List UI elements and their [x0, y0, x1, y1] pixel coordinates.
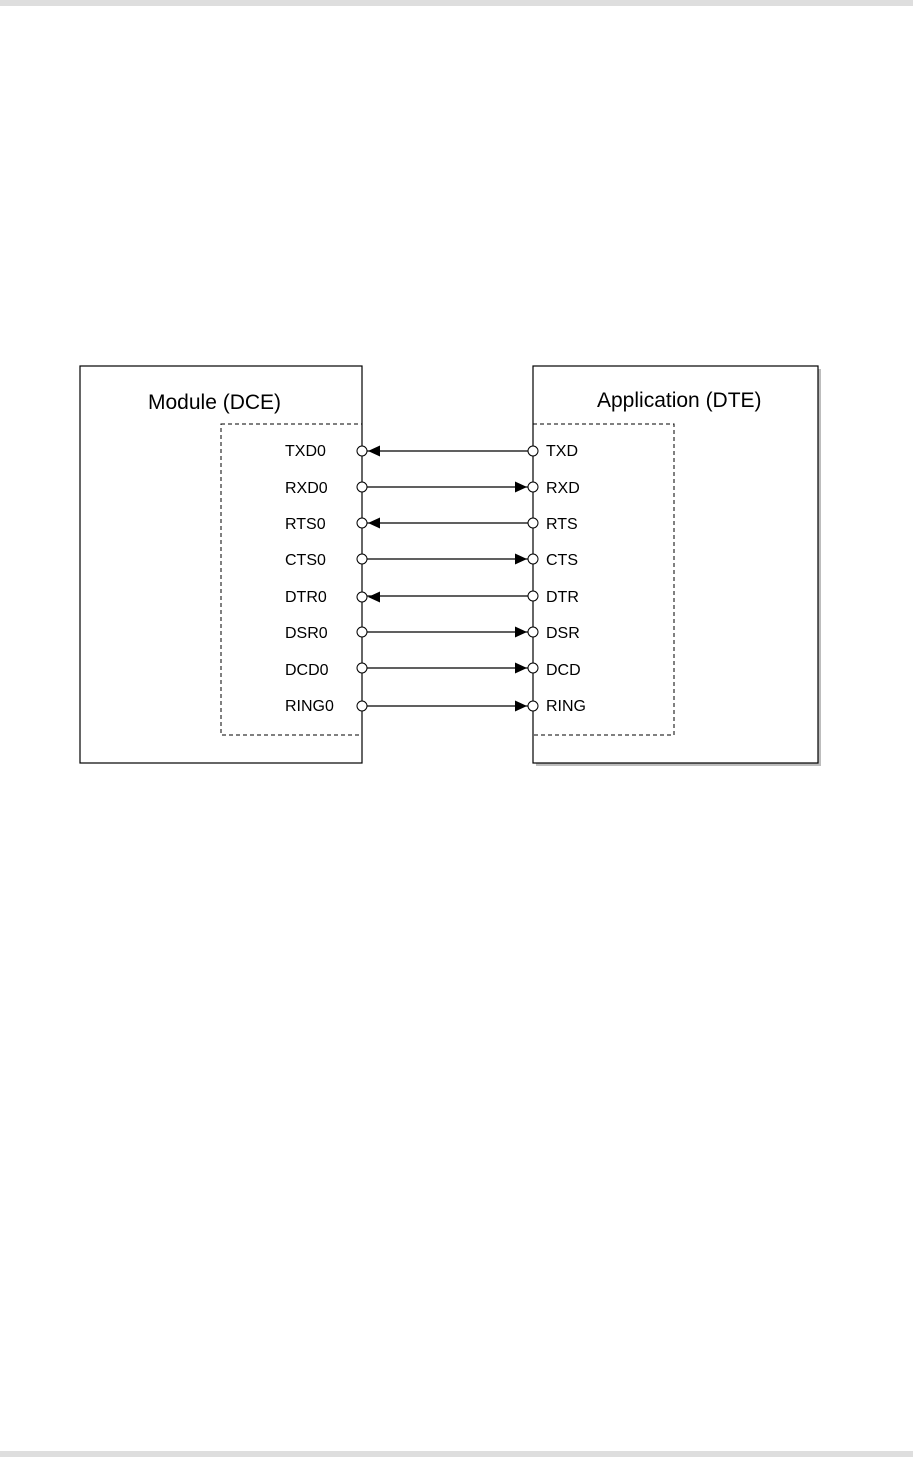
module-pin-label: TXD0 — [285, 443, 326, 460]
module-pin-label: CTS0 — [285, 552, 326, 569]
application-pin-terminal — [528, 591, 538, 601]
arrow-head — [515, 701, 527, 712]
application-pin-label: RTS — [546, 516, 578, 533]
application-pin-terminal — [528, 446, 538, 456]
arrow-head — [515, 554, 527, 565]
arrow-head — [515, 627, 527, 638]
module-pin-label: RING0 — [285, 698, 334, 715]
application-pin-terminal — [528, 554, 538, 564]
module-pin-terminal — [357, 518, 367, 528]
module-pin-terminal — [357, 446, 367, 456]
application-pin-terminal — [528, 518, 538, 528]
application-pin-label: DCD — [546, 662, 581, 679]
module-pin-terminal — [357, 482, 367, 492]
module-pin-label: DCD0 — [285, 662, 329, 679]
module-pin-label: DTR0 — [285, 589, 327, 606]
module-pin-area — [221, 424, 362, 735]
module-pin-terminal — [357, 701, 367, 711]
module-title: Module (DCE) — [148, 391, 281, 414]
application-pin-label: DTR — [546, 589, 579, 606]
module-pin-label: DSR0 — [285, 625, 328, 642]
module-pin-terminal — [357, 554, 367, 564]
application-pin-terminal — [528, 701, 538, 711]
application-pin-label: TXD — [546, 443, 578, 460]
application-pin-label: RING — [546, 698, 586, 715]
arrow-head — [368, 446, 380, 457]
module-pin-terminal — [357, 592, 367, 602]
application-title: Application (DTE) — [597, 389, 762, 412]
module-pin-terminal — [357, 663, 367, 673]
module-pin-terminal — [357, 627, 367, 637]
arrow-head — [368, 518, 380, 529]
application-pin-terminal — [528, 663, 538, 673]
application-pin-terminal — [528, 627, 538, 637]
application-pin-label: CTS — [546, 552, 578, 569]
application-pin-label: DSR — [546, 625, 580, 642]
arrow-head — [368, 592, 380, 603]
arrow-head — [515, 482, 527, 493]
module-pin-label: RXD0 — [285, 480, 328, 497]
application-pin-terminal — [528, 482, 538, 492]
module-pin-label: RTS0 — [285, 516, 326, 533]
arrow-head — [515, 663, 527, 674]
application-pin-label: RXD — [546, 480, 580, 497]
